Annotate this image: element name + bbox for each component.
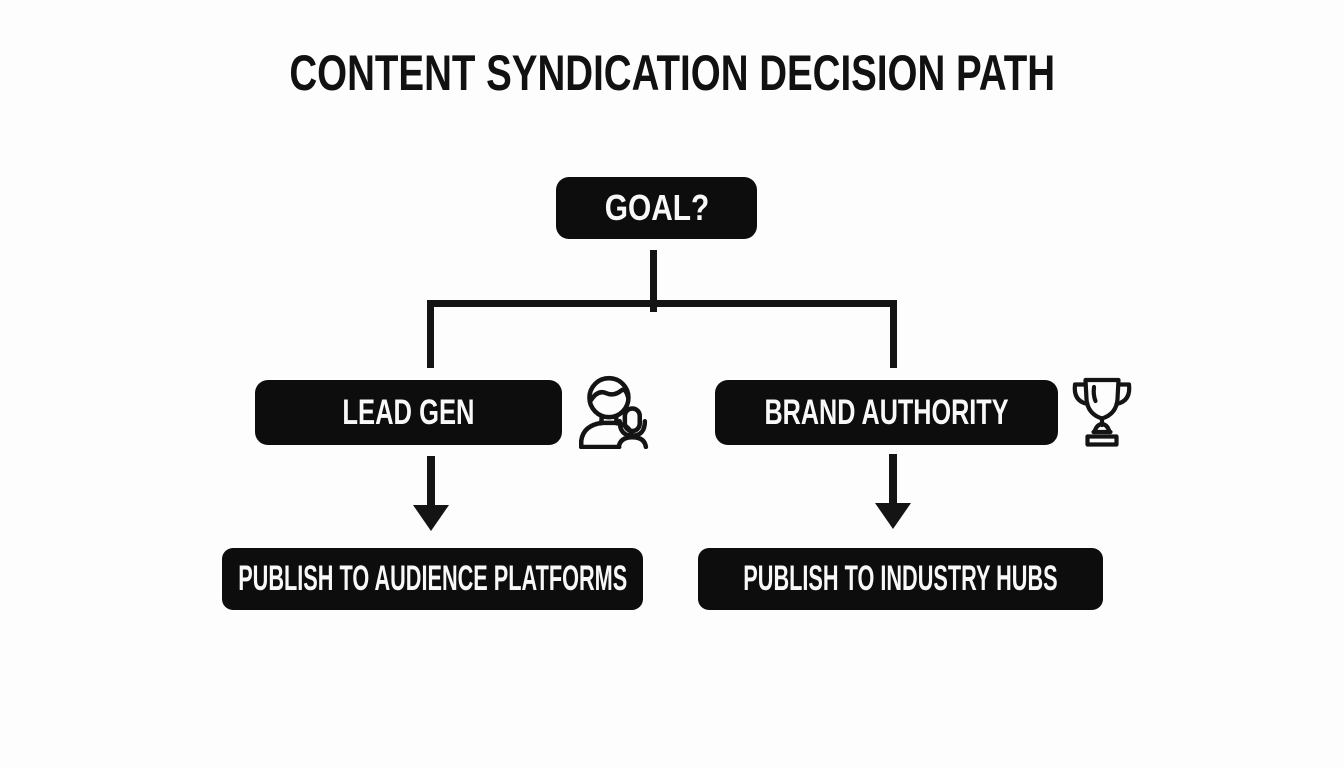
brand-authority-node-label: BRAND AUTHORITY [764, 392, 1009, 432]
lead-gen-node-label: LEAD GEN [342, 392, 475, 432]
diagram-title: CONTENT SYNDICATION DECISION PATH [0, 48, 1344, 98]
connector-horizontal-line [427, 300, 897, 307]
lead-gen-down-arrow [427, 456, 435, 506]
publish-audience-platforms-node: PUBLISH TO AUDIENCE PLATFORMS [222, 548, 643, 610]
brand-authority-node: BRAND AUTHORITY [715, 380, 1058, 445]
lead-gen-node: LEAD GEN [255, 380, 562, 445]
brand-authority-down-arrow [889, 454, 897, 504]
trophy-icon [1072, 377, 1132, 447]
publish-audience-platforms-label: PUBLISH TO AUDIENCE PLATFORMS [238, 559, 628, 598]
publish-industry-hubs-label: PUBLISH TO INDUSTRY HUBS [743, 559, 1058, 598]
connector-right-drop-line [890, 300, 897, 368]
connector-left-drop-line [427, 300, 434, 368]
goal-node: GOAL? [556, 177, 757, 239]
lead-gen-arrow-head-icon [413, 505, 449, 531]
connector-goal-stub-line [650, 250, 657, 312]
person-with-microphone-icon [578, 375, 649, 449]
brand-authority-arrow-head-icon [875, 503, 911, 529]
diagram-title-text: CONTENT SYNDICATION DECISION PATH [289, 45, 1055, 101]
publish-industry-hubs-node: PUBLISH TO INDUSTRY HUBS [698, 548, 1103, 610]
goal-node-label: GOAL? [604, 187, 709, 228]
